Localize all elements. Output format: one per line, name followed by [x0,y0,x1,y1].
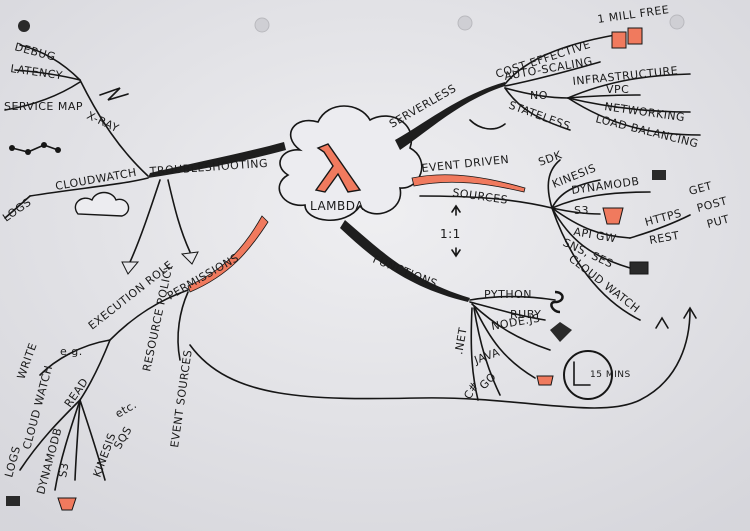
java-cup-icon [536,375,554,386]
service-map-label: SERVICE MAP [4,100,83,113]
punch-hole [669,14,685,30]
connector-arrowhead [683,306,697,319]
dynamodb-icon [652,170,666,180]
free-tickets-icon [611,31,627,49]
serverless-branch-line [395,82,505,150]
get-label: GET [687,179,713,198]
cloud-watch-event-line [551,207,641,321]
rest-label: REST [648,229,680,247]
ruby-gem-icon [550,322,572,342]
s3-line [551,207,601,215]
write-line [39,339,111,376]
python-label: PYTHON [484,288,532,301]
java-line [473,305,536,379]
dynamodb-perm-icon [6,496,20,506]
dynamodb-line [551,191,651,209]
nodejs-line [471,303,551,351]
resource-policy-line [177,291,189,361]
load-balancing-line [567,97,701,136]
center-label: LAMBDA [310,199,364,213]
cloudwatch-line [29,177,149,197]
sdk-line [547,159,561,209]
s3-perm-label: S3 [56,462,71,479]
troubleshooting-branch-line [148,142,286,178]
vpc-line [567,94,641,99]
central-cloud [278,105,423,221]
clock-hands [573,361,591,386]
connector-arrowhead [655,316,669,329]
s3-label: S3 [574,204,589,217]
s3-perm-bucket-icon [57,497,77,511]
no-line [504,87,569,99]
eg-label: e.g. [60,345,83,358]
sns-ses-line [551,207,631,269]
vpc-label: VPC [606,83,629,96]
service-graph-icon [9,142,61,155]
ruby-line [469,301,546,321]
s3-perm-line [74,399,81,481]
event-driven-branch-line [411,174,526,193]
service-map-line [4,81,81,111]
auto-scaling-arrow [469,119,506,130]
https-line [629,214,691,239]
flow-arrow [167,179,191,253]
put-label: PUT [705,212,730,230]
mail-icon [629,261,649,275]
kinesis-perm-line [79,399,106,481]
python-line [469,295,556,301]
ratio-label: 1:1 [440,227,461,241]
csharp-line [470,307,479,401]
python-icon [550,290,564,314]
networking-line [567,97,691,113]
flow-arrow [129,179,161,263]
logs-ts-line [4,195,31,219]
debug-line [19,44,81,81]
functions-branch-line [340,220,470,302]
free-tickets-icon [627,27,643,45]
bug-icon [18,20,30,32]
kinesis-line [551,179,601,209]
ratio-arrows [451,204,461,258]
cost-effective-line [504,34,616,85]
flow-arrowhead [121,261,140,275]
api-gw-line [551,207,631,239]
go-line [473,307,501,396]
no-label: NO [530,89,548,102]
logs-line [19,399,81,471]
event-sources-connector [189,309,691,409]
execution-role-line [109,289,189,341]
permissions-branch-line [187,215,269,293]
latency-line [14,69,81,81]
s3-bucket-icon [602,207,624,225]
stateless-line [504,87,571,131]
ruby-label: RUBY [510,308,541,321]
read-line [79,339,111,401]
xray-line [79,79,149,177]
timer-label: 15 MINS [590,370,631,380]
sources-line [419,195,553,209]
timer-clock-icon [563,350,613,400]
dynamodb-perm-line [54,399,81,491]
lightning-icon [99,87,129,101]
dotnet-label: .NET [452,326,470,355]
lambda-icon [314,143,362,193]
punch-hole [457,15,473,31]
infrastructure-line [567,73,691,99]
punch-hole [254,17,270,33]
flow-arrowhead [180,251,199,265]
smiling-cloud-icon [74,191,130,217]
auto-scaling-line [504,61,601,87]
